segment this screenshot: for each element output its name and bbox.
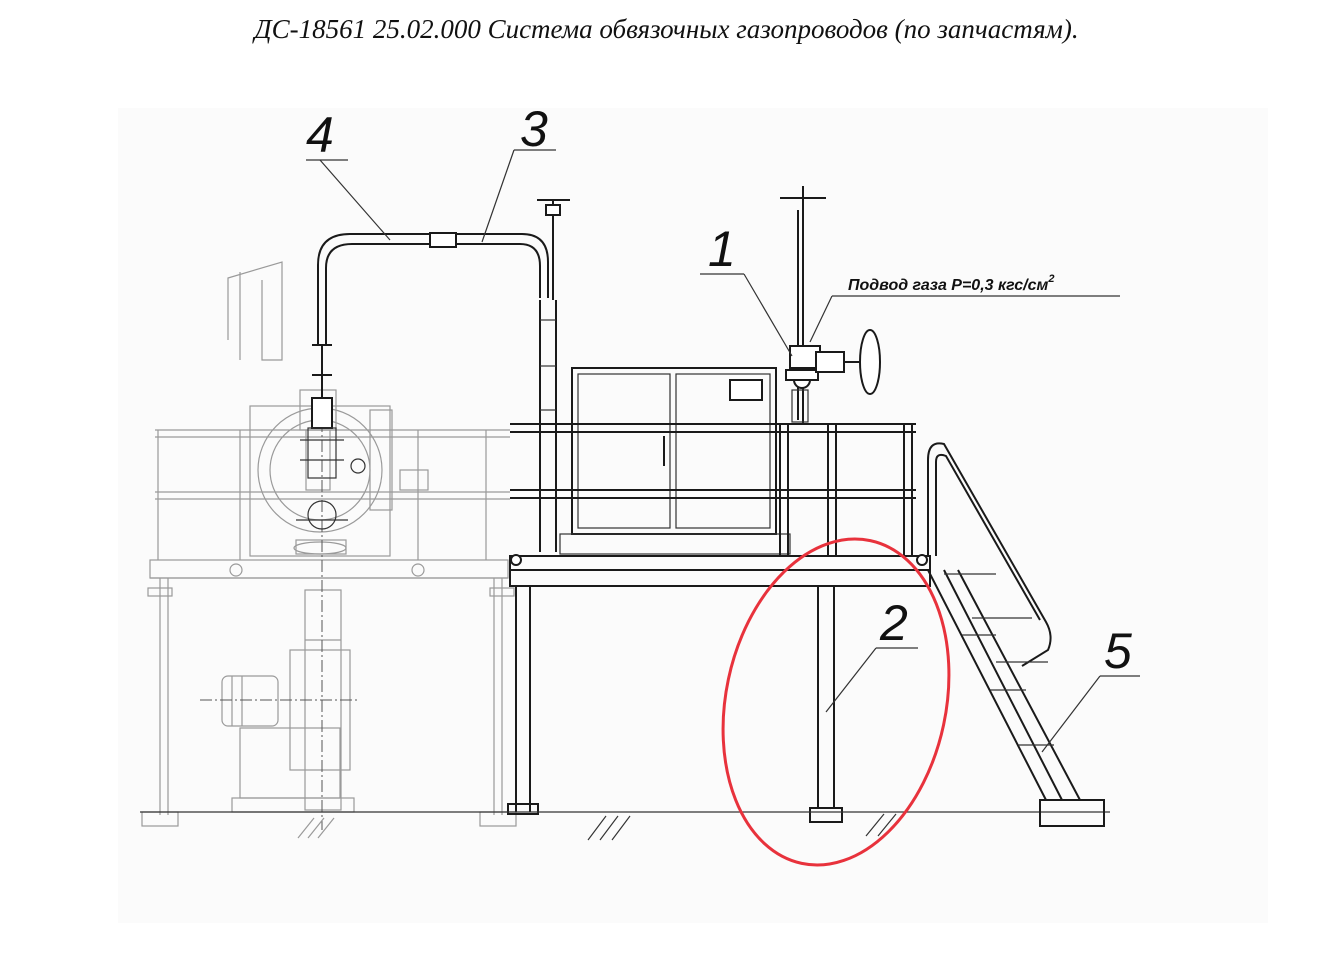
- gas-supply-note-superscript: 2: [1047, 273, 1054, 285]
- callout-1: 1: [708, 221, 736, 277]
- pipe-coupling: [429, 232, 457, 248]
- page-title: ДС-18561 25.02.000 Система обвязочных га…: [254, 14, 1079, 44]
- gas-supply-note: Подвод газа P=0,3 кгс/см2: [848, 273, 1054, 294]
- callout-2: 2: [879, 595, 908, 651]
- support-leg-foot: [809, 807, 843, 823]
- callout-5: 5: [1104, 623, 1132, 679]
- callout-4: 4: [306, 107, 334, 163]
- gas-supply-note-text: Подвод газа P=0,3 кгс/см: [848, 277, 1048, 294]
- callout-3: 3: [520, 101, 548, 157]
- drawing-sheet: [118, 108, 1268, 923]
- gas-pipe-system: [296, 199, 570, 552]
- highlight-ellipse: [721, 537, 951, 867]
- leader-lines: [306, 149, 1140, 753]
- left-unit: [141, 261, 517, 839]
- right-platform: [140, 186, 1110, 841]
